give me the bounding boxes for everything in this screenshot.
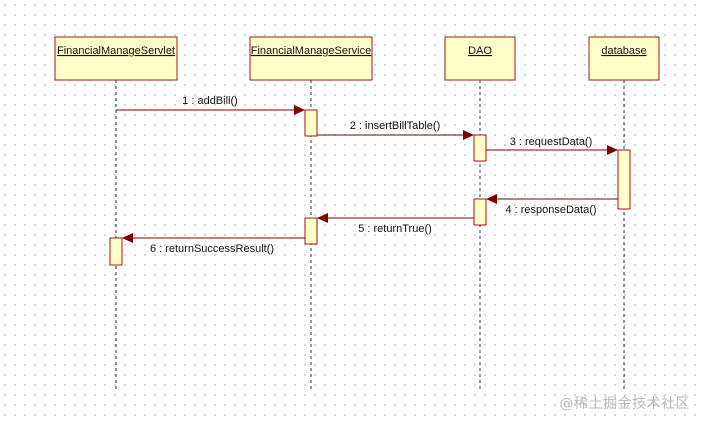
participant-database[interactable]: database xyxy=(588,36,660,81)
activation-servlet xyxy=(109,237,123,266)
message-6-label: 6 : returnSuccessResult() xyxy=(150,243,274,255)
messages xyxy=(116,105,618,243)
message-4-arrow xyxy=(486,194,618,204)
message-1-arrow xyxy=(116,105,305,115)
activation-service-2 xyxy=(304,217,318,245)
activations xyxy=(109,109,631,266)
activation-dao-2 xyxy=(473,198,487,226)
message-3-label: 3 : requestData() xyxy=(510,136,593,148)
message-3-arrow xyxy=(486,145,618,155)
message-6-arrow xyxy=(122,233,305,243)
message-5-arrow xyxy=(317,213,474,223)
message-2-label: 2 : insertBillTable() xyxy=(350,120,440,132)
activation-dao-1 xyxy=(473,134,487,162)
participant-service[interactable]: FinancialManageService xyxy=(249,36,373,81)
message-1-label: 1 : addBill() xyxy=(182,95,238,107)
participant-servlet-name: FinancialManageServlet xyxy=(57,45,175,57)
message-labels: 1 : addBill() 2 : insertBillTable() 3 : … xyxy=(150,95,597,255)
message-5-label: 5 : returnTrue() xyxy=(358,223,432,235)
watermark: @稀土掘金技术社区 xyxy=(559,396,690,412)
participant-dao[interactable]: DAO xyxy=(444,36,516,81)
activation-service-1 xyxy=(304,109,318,137)
participant-dao-name: DAO xyxy=(468,45,492,57)
participant-service-name: FinancialManageService xyxy=(251,45,371,57)
activation-database xyxy=(617,149,631,210)
message-4-label: 4 : responseData() xyxy=(505,204,596,216)
participant-servlet[interactable]: FinancialManageServlet xyxy=(54,36,178,81)
message-2-arrow xyxy=(317,130,474,140)
participant-database-name: database xyxy=(601,45,646,57)
